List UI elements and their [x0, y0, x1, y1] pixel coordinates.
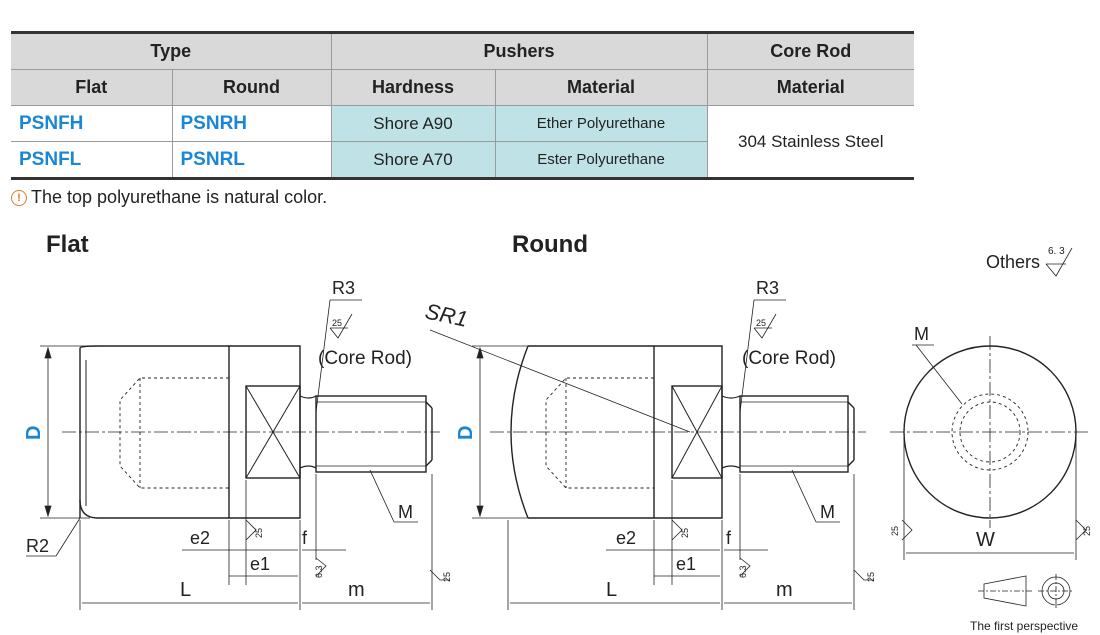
round-code[interactable]: PSNRH [171, 105, 332, 142]
roughness-value: 25 [1082, 526, 1092, 536]
sr1-label: SR1 [423, 298, 470, 331]
material-value: Ester Polyurethane [494, 141, 708, 179]
d-label: D [455, 426, 477, 440]
e2-label: e2 [616, 528, 636, 548]
m-length-label: m [776, 579, 793, 601]
core-material-header: Material [706, 69, 915, 106]
core-rod-label: (Core Rod) [742, 348, 836, 369]
roughness-value: 25 [332, 318, 342, 328]
m-label: M [820, 502, 835, 522]
roughness-value: 6.3 [314, 565, 324, 578]
header-row-2: Flat Round Hardness Material Material [11, 69, 915, 106]
r2-label: R2 [26, 536, 49, 556]
core-material-value: 304 Stainless Steel [706, 105, 915, 179]
flat-thread [315, 395, 427, 473]
roughness-value: 25 [866, 572, 876, 582]
round-face [510, 345, 529, 519]
roughness-value: 25 [442, 572, 452, 582]
m-label: M [398, 502, 413, 522]
r3-label: R3 [756, 278, 779, 298]
e1-label: e1 [250, 554, 270, 574]
d-label: D [23, 426, 45, 440]
table-row: PSNFL PSNRL Shore A70 Ester Polyurethane [11, 141, 914, 179]
table-row: PSNFH PSNRH Shore A90 Ether Polyurethane… [11, 105, 915, 179]
hardness-value: Shore A90 [330, 105, 496, 142]
e2-label: e2 [190, 528, 210, 548]
roughness-value: 25 [756, 318, 766, 328]
flat-header: Flat [11, 69, 173, 106]
roughness-value: 25 [890, 526, 900, 536]
flat-title: Flat [46, 231, 89, 258]
header-row-1: Type Pushers Core Rod [11, 32, 915, 70]
round-header: Round [171, 69, 332, 106]
roughness-value: 25 [680, 528, 690, 538]
f-label: f [726, 528, 732, 548]
material-value: Ether Polyurethane [494, 105, 708, 142]
spec-table: Type Pushers Core Rod Flat Round Hardnes… [11, 31, 915, 180]
roughness-value: 25 [254, 528, 264, 538]
f-label: f [302, 528, 308, 548]
l-label: L [180, 579, 191, 601]
material-header: Material [494, 69, 708, 106]
l-label: L [606, 579, 617, 601]
round-thread [739, 395, 849, 473]
round-code[interactable]: PSNRL [171, 141, 332, 179]
e1-label: e1 [676, 554, 696, 574]
others-label: Others [986, 252, 1040, 272]
roughness-value: 6.3 [738, 565, 748, 578]
hardness-header: Hardness [330, 69, 496, 106]
hardness-value: Shore A70 [330, 141, 496, 179]
note: ! The top polyurethane is natural color. [11, 187, 327, 208]
type-header: Type [11, 32, 332, 70]
w-label: W [976, 529, 995, 551]
core-rod-label: (Core Rod) [318, 348, 412, 369]
roughness-icon [1045, 247, 1073, 277]
note-text: The top polyurethane is natural color. [31, 187, 328, 207]
flat-code[interactable]: PSNFL [11, 141, 173, 179]
round-title: Round [512, 231, 588, 258]
r3-label: R3 [332, 278, 355, 298]
m-label: M [914, 324, 929, 344]
others-value: 6. 3 [1048, 246, 1065, 257]
perspective-label: The first perspective [970, 619, 1078, 633]
m-length-label: m [348, 579, 365, 601]
pushers-header: Pushers [330, 32, 708, 70]
info-icon: ! [11, 189, 27, 206]
